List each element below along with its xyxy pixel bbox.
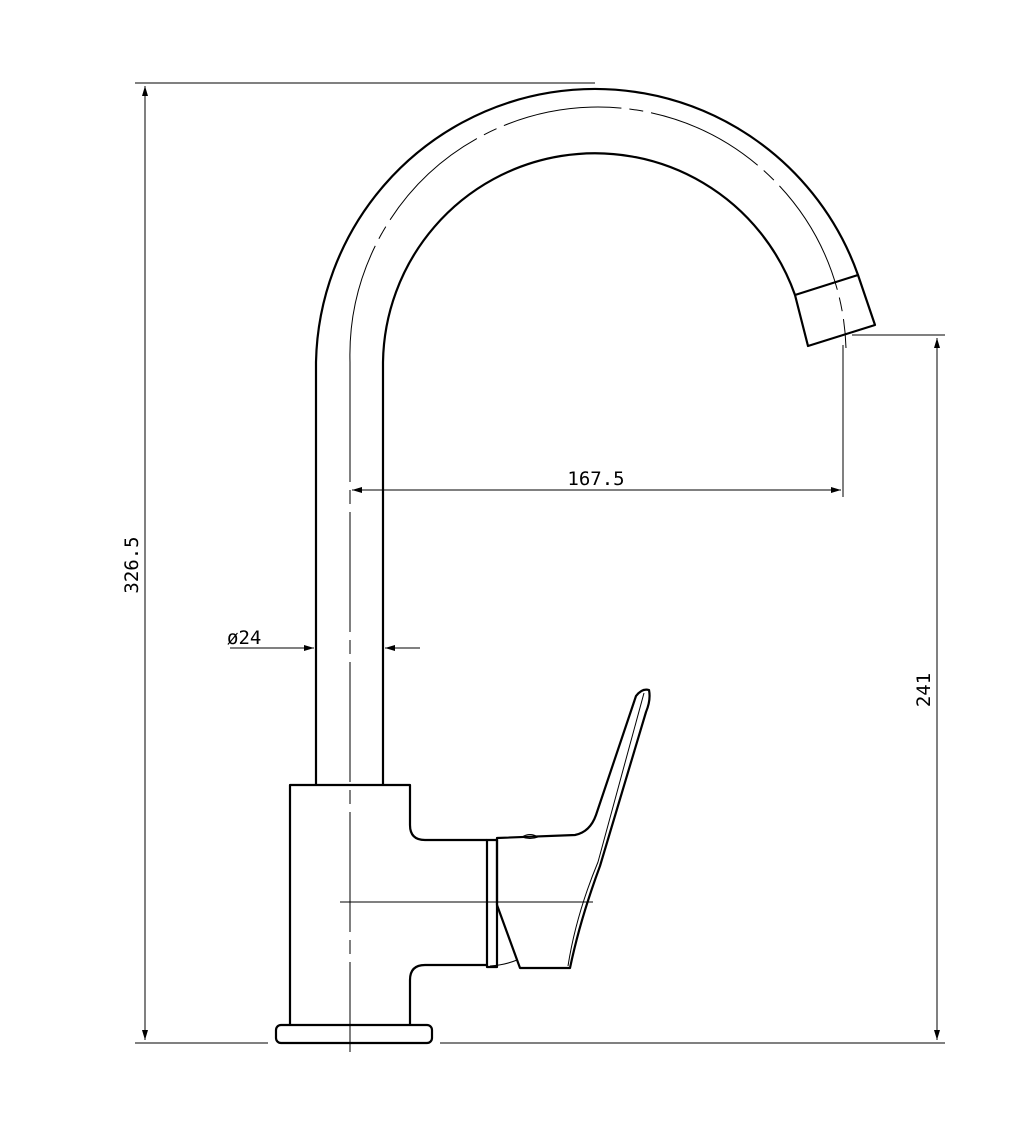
dimension-spout-reach: 167.5 [352,345,844,497]
base-plate [274,1023,434,1045]
lever-pivot [521,834,540,839]
spout-reach-label: 167.5 [567,468,624,490]
pipe-diameter-label: ø24 [227,627,261,649]
total-height-label: 326.5 [121,536,143,593]
dimension-total-height: 326.5 [121,82,595,1044]
spout-pipe-inner [381,152,797,785]
faucet-outline [274,87,877,1052]
dimension-spout-height: 241 [440,334,945,1044]
cartridge-collar [485,838,499,969]
spout-pipe-outer [314,87,860,785]
lever-handle [495,688,651,970]
lever-inner-line [567,692,645,967]
spout-height-label: 241 [913,673,935,707]
spout-centerline-arc [349,106,847,363]
collar-arc [489,959,518,967]
faucet-body [288,783,487,1025]
spout-nozzle [793,273,877,348]
dimension-pipe-diameter: ø24 [227,627,420,651]
